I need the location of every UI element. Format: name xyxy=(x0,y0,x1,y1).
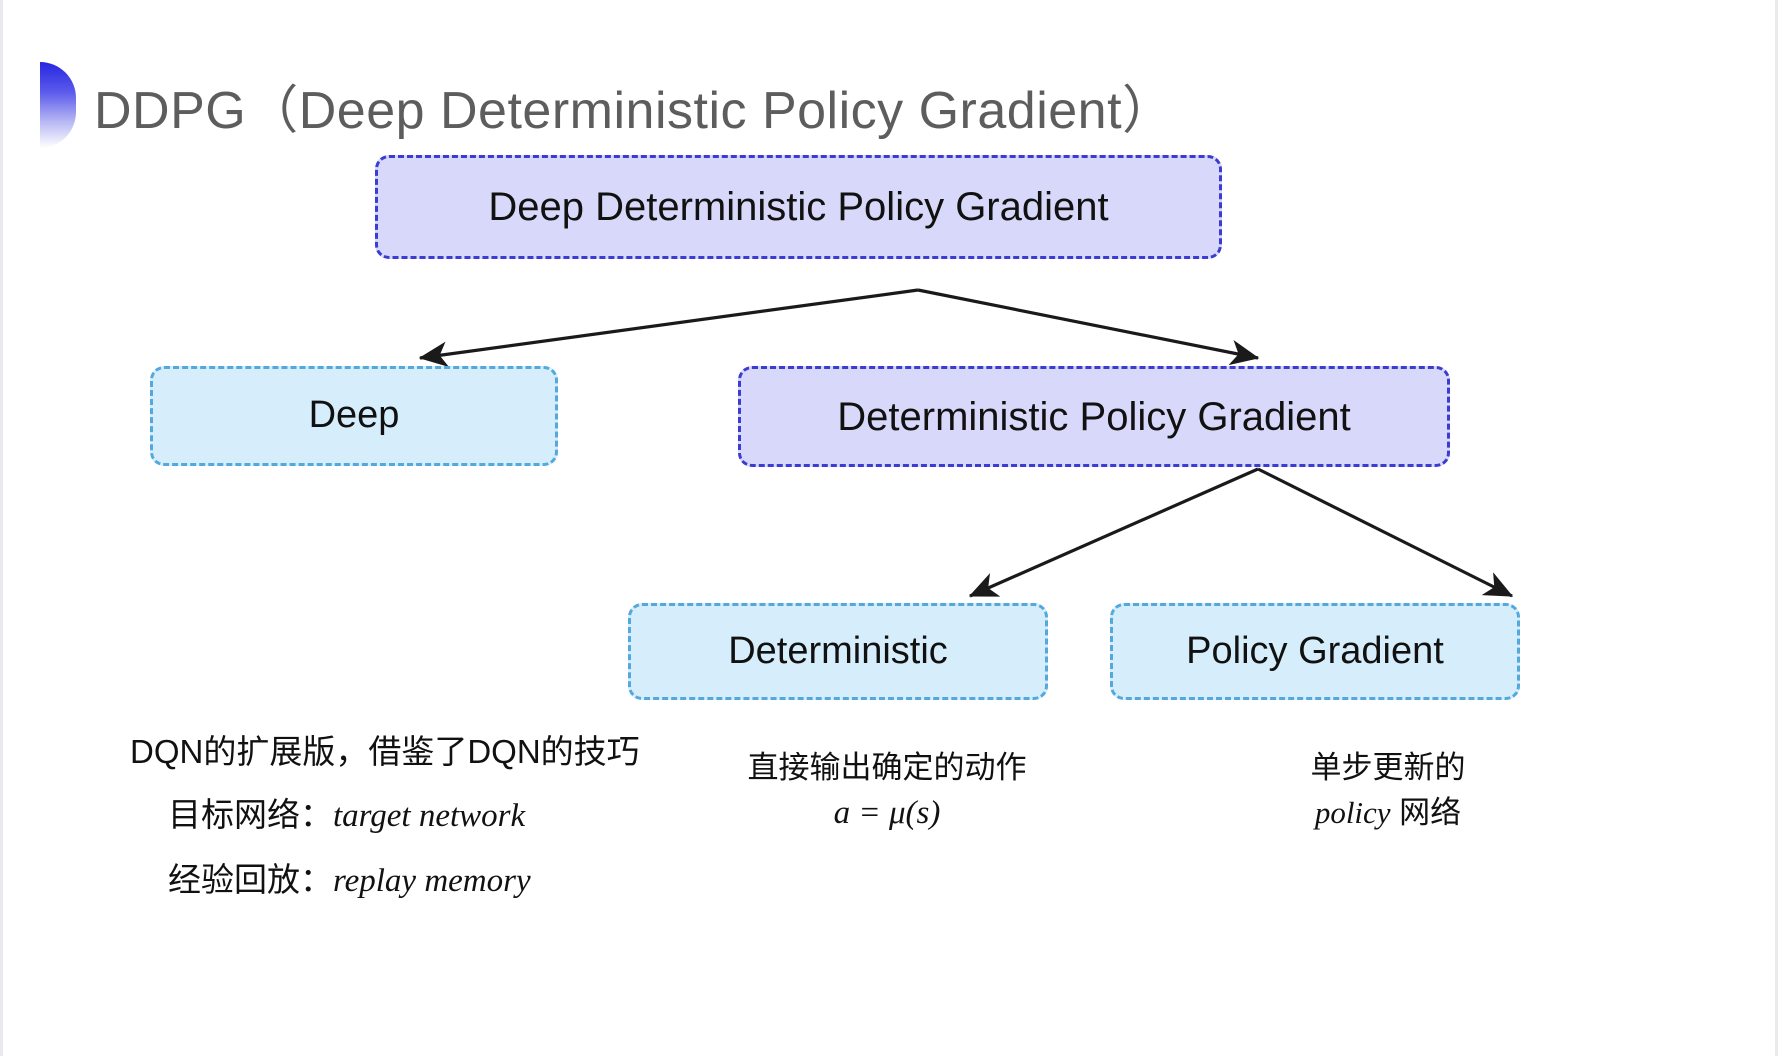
edge-root-to-dpg xyxy=(917,288,1260,366)
half-circle-bullet-icon xyxy=(40,62,76,148)
annotation-deep-line2: 目标网络：target network xyxy=(130,798,650,833)
annotation-deterministic-line1: 直接输出确定的动作 xyxy=(747,750,1027,785)
annotation-deep-line1: DQN的扩展版，借鉴了DQN的技巧 xyxy=(130,733,640,770)
page-title: DDPG（Deep Deterministic Policy Gradient） xyxy=(94,81,1175,140)
annotation-deep-line3-term: replay memory xyxy=(333,863,531,899)
annotation-deep-line2-term: target network xyxy=(333,798,526,834)
node-deep-label: Deep xyxy=(308,394,400,437)
slide-left-edge-rule xyxy=(0,0,3,1056)
node-deep[interactable]: Deep xyxy=(150,366,558,466)
edge-dpg-to-policy-gradient xyxy=(1257,467,1514,598)
annotation-deterministic-formula: a = μ(s) xyxy=(833,795,941,831)
annotation-deterministic: 直接输出确定的动作 a = μ(s) xyxy=(742,752,1032,844)
annotation-policy-gradient-line2: policy 网络 xyxy=(1238,797,1538,828)
annotation-deep-line3: 经验回放：replay memory xyxy=(130,863,650,898)
node-deterministic-label: Deterministic xyxy=(728,629,948,672)
annotation-policy-gradient: 单步更新的 policy 网络 xyxy=(1238,752,1538,842)
annotation-policy-gradient-suffix: 网络 xyxy=(1390,795,1462,830)
slide-right-edge-rule xyxy=(1775,0,1778,1056)
annotation-deep-line3-label: 经验回放： xyxy=(168,861,333,898)
node-deterministic-policy-gradient[interactable]: Deterministic Policy Gradient xyxy=(738,366,1450,467)
annotation-deep: DQN的扩展版，借鉴了DQN的技巧 目标网络：target network 经验… xyxy=(130,735,650,928)
node-policy-gradient-label: Policy Gradient xyxy=(1186,629,1444,672)
edge-root-to-deep xyxy=(418,288,919,367)
slide-title-row: DDPG（Deep Deterministic Policy Gradient） xyxy=(40,62,1175,148)
node-policy-gradient[interactable]: Policy Gradient xyxy=(1110,603,1520,700)
node-deterministic[interactable]: Deterministic xyxy=(628,603,1048,700)
node-dpg-label: Deterministic Policy Gradient xyxy=(837,394,1351,439)
node-root[interactable]: Deep Deterministic Policy Gradient xyxy=(375,155,1222,259)
annotation-policy-gradient-term: policy xyxy=(1314,795,1391,830)
annotation-deep-line2-label: 目标网络： xyxy=(168,796,333,833)
node-root-label: Deep Deterministic Policy Gradient xyxy=(488,185,1109,229)
edge-dpg-to-deterministic xyxy=(968,467,1259,598)
annotation-policy-gradient-line1: 单步更新的 xyxy=(1310,750,1466,785)
